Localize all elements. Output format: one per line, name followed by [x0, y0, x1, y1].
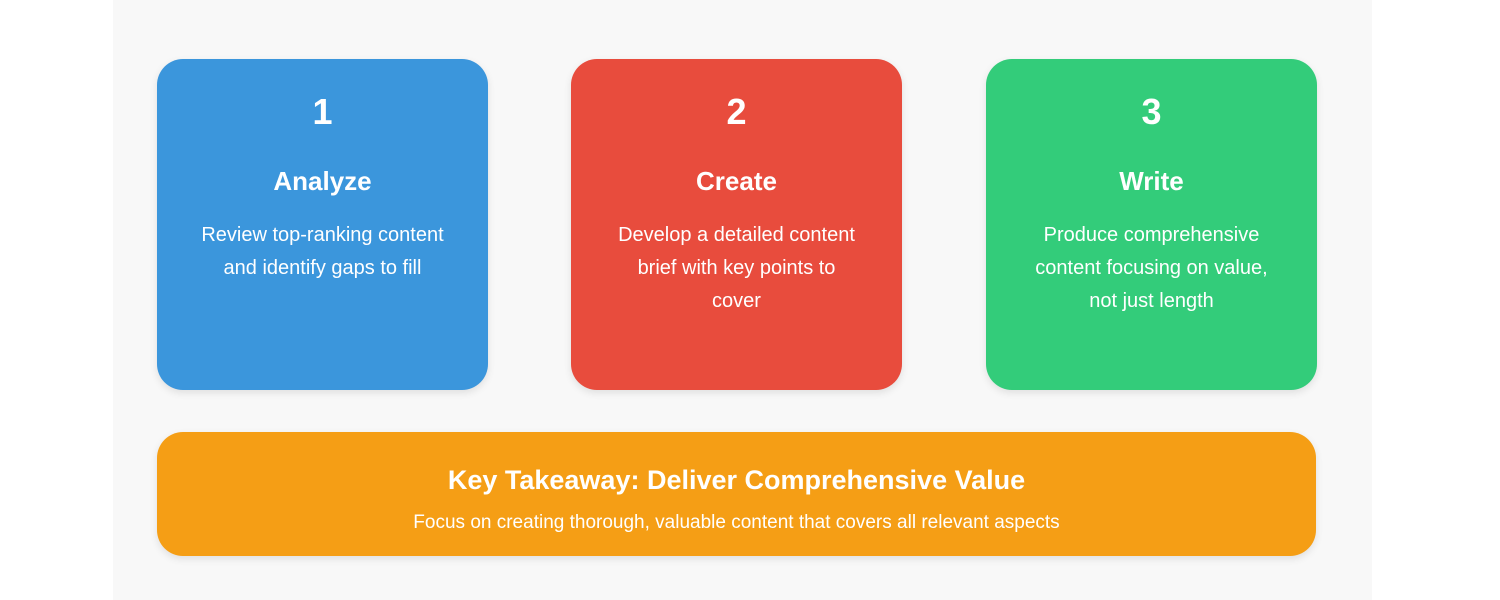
takeaway-description: Focus on creating thorough, valuable con…	[413, 512, 1060, 533]
step-description: Review top-ranking content and identify …	[201, 224, 444, 279]
step-title: Analyze	[273, 166, 372, 196]
step-card-create: 2 Create Develop a detailed content brie…	[571, 59, 902, 390]
step-title: Write	[1119, 166, 1184, 196]
step-number: 3	[1141, 91, 1162, 132]
step-card-analyze: 1 Analyze Review top-ranking content and…	[157, 59, 488, 390]
step-title: Create	[696, 166, 777, 196]
takeaway-title: Key Takeaway: Deliver Comprehensive Valu…	[447, 465, 1026, 495]
step-description: Produce comprehensive content focusing o…	[1035, 224, 1268, 312]
key-takeaway-banner: Key Takeaway: Deliver Comprehensive Valu…	[157, 432, 1316, 556]
step-description: Develop a detailed content brief with ke…	[618, 224, 855, 312]
step-card-write: 3 Write Produce comprehensive content fo…	[986, 59, 1317, 390]
step-number: 1	[312, 91, 333, 132]
step-number: 2	[726, 91, 747, 132]
